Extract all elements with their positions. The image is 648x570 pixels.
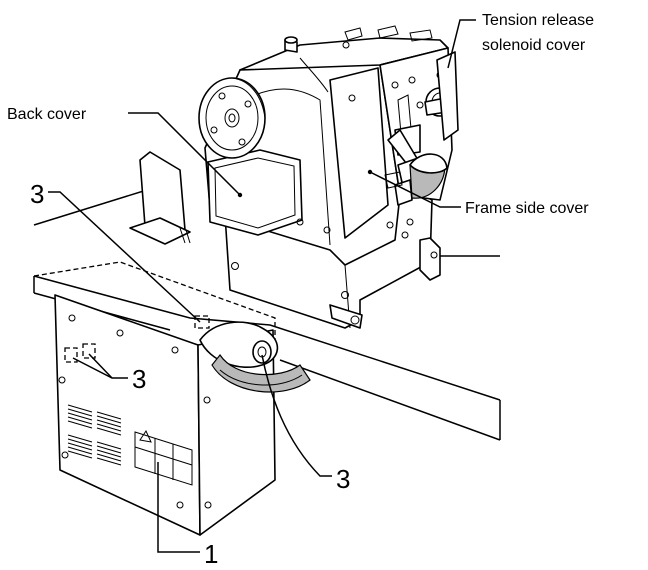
label-frame-side-cover: Frame side cover — [465, 200, 589, 217]
callout-3-top: 3 — [30, 179, 44, 209]
belt-hole — [199, 321, 311, 393]
sewing-machine — [198, 25, 459, 329]
label-back-cover: Back cover — [7, 106, 87, 123]
callout-1: 1 — [204, 539, 218, 569]
label-tension-release-line1: Tension release — [482, 12, 594, 29]
bracket — [129, 151, 191, 245]
labels: Tension release solenoid cover Back cove… — [7, 12, 594, 569]
leader-lines — [48, 19, 476, 553]
callout-3-bottom: 3 — [336, 464, 350, 494]
label-tension-release-line2: solenoid cover — [482, 37, 586, 54]
callout-3-middle: 3 — [132, 364, 146, 394]
